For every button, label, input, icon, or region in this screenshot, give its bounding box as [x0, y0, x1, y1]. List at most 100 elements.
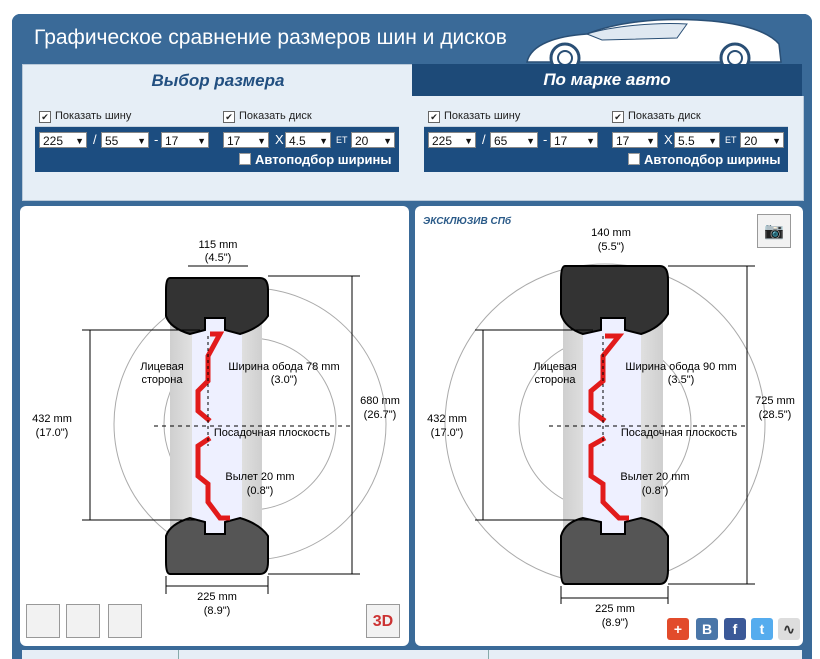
left-mount-plane: Посадочная плоскость [214, 427, 331, 439]
left-tire-diameter-select[interactable]: 17▼ [161, 132, 209, 148]
right-tread-mm: 140 mm [591, 227, 631, 239]
left-tire-width-select[interactable]: 225▼ [39, 132, 87, 148]
app-window: Графическое сравнение размеров шин и дис… [12, 14, 812, 659]
left-width-mm: 225 mm [197, 591, 237, 603]
checkbox-unchecked-icon[interactable] [239, 153, 251, 165]
left-show-tire-label: Показать шину [55, 110, 132, 122]
separator-x: X [275, 132, 284, 147]
chevron-down-icon: ▼ [772, 136, 781, 146]
right-tire-width-select[interactable]: 225▼ [428, 132, 476, 148]
left-rim-width: Ширина обода 78 mm [228, 361, 339, 373]
left-rim-width-in: (3.0") [271, 374, 298, 386]
left-tire-group: ✔ Показать шину 225▼ / 55▼ - 17▼ [35, 108, 219, 172]
right-disk-et-select[interactable]: 20▼ [740, 132, 784, 148]
checkbox-checked-icon[interactable]: ✔ [428, 111, 440, 123]
right-rim-width: Ширина обода 90 mm [625, 361, 736, 373]
chevron-down-icon: ▼ [646, 136, 655, 146]
tire-cross-section-icon[interactable] [26, 604, 60, 638]
camera-icon[interactable]: 📷 [757, 214, 791, 248]
chevron-down-icon: ▼ [257, 136, 266, 146]
separator-x: X [664, 132, 673, 147]
tab-bar: Выбор размера По марке авто [22, 64, 802, 99]
checkbox-unchecked-icon[interactable] [628, 153, 640, 165]
brand-logo: ЭКСКЛЮЗИВ СПб [423, 216, 512, 227]
tab-size-selection[interactable]: Выбор размера [22, 64, 414, 99]
right-offset-in: (0.8") [642, 485, 669, 497]
tab-by-car-brand[interactable]: По марке авто [412, 64, 802, 98]
chevron-down-icon: ▼ [526, 136, 535, 146]
left-tread-in: (4.5") [205, 252, 232, 264]
left-et-label: ET [336, 135, 348, 145]
right-tread-in: (5.5") [598, 241, 625, 253]
checkbox-checked-icon[interactable]: ✔ [223, 111, 235, 123]
right-rim-d-mm: 432 mm [427, 413, 467, 425]
right-rim-d-in: (17.0") [431, 427, 464, 439]
right-face-label: Лицевая [533, 361, 576, 373]
left-disk-diameter-select[interactable]: 17▼ [223, 132, 269, 148]
checkbox-checked-icon[interactable]: ✔ [612, 111, 624, 123]
car-logo-icon [526, 18, 782, 66]
add-share-icon[interactable]: + [667, 618, 689, 640]
right-offset: Вылет 20 mm [620, 471, 689, 483]
left-show-tire-checkbox[interactable]: ✔ Показать шину [39, 110, 131, 123]
right-disk-group: ✔ Показать диск 17▼ X 5.5▼ ET 20▼ Автопод… [608, 108, 788, 172]
right-width-in: (8.9") [602, 617, 629, 629]
left-width-in: (8.9") [204, 605, 231, 617]
app-title: Графическое сравнение размеров шин и дис… [34, 26, 507, 49]
other-share-icon[interactable]: ∿ [778, 618, 800, 640]
chevron-down-icon: ▼ [75, 136, 84, 146]
right-tire-diameter-select[interactable]: 17▼ [550, 132, 598, 148]
chevron-down-icon: ▼ [319, 136, 328, 146]
right-auto-width-label: Автоподбор ширины [644, 152, 781, 167]
right-outer-mm: 725 mm [755, 395, 795, 407]
right-tire-group: ✔Показать шину 225▼ / 65▼ - 17▼ [424, 108, 608, 172]
left-tread-mm: 115 mm [199, 239, 238, 251]
right-show-tire-checkbox[interactable]: ✔ Показать шину [428, 110, 520, 123]
left-show-disk-label: Показать диск [239, 110, 312, 122]
left-disk-width-select[interactable]: 4.5▼ [285, 132, 331, 148]
left-show-disk-checkbox[interactable]: ✔ Показать диск [223, 110, 312, 123]
chevron-down-icon: ▼ [383, 136, 392, 146]
bottom-tab[interactable] [22, 650, 179, 659]
facebook-icon[interactable]: f [724, 618, 746, 640]
right-show-disk-label: Показать диск [628, 110, 701, 122]
left-rim-d-in: (17.0") [36, 427, 69, 439]
right-rim-width-in: (3.5") [668, 374, 695, 386]
left-rim-d-mm: 432 mm [32, 413, 72, 425]
left-auto-width-checkbox[interactable]: Автоподбор ширины [239, 152, 391, 167]
twitter-icon[interactable]: t [751, 618, 773, 640]
bottom-tab[interactable] [178, 650, 489, 659]
left-tire-profile-select[interactable]: 55▼ [101, 132, 149, 148]
chevron-down-icon: ▼ [197, 136, 206, 146]
right-disk-width-select[interactable]: 5.5▼ [674, 132, 720, 148]
left-offset: Вылет 20 mm [225, 471, 294, 483]
tire-tread-icon[interactable] [108, 604, 142, 638]
right-wheel-diagram: ЭКСКЛЮЗИВ СПб 📷 140 mm [415, 206, 803, 646]
left-outer-mm: 680 mm [360, 395, 400, 407]
right-disk-diameter-select[interactable]: 17▼ [612, 132, 658, 148]
right-auto-width-checkbox[interactable]: Автоподбор ширины [628, 152, 780, 167]
left-side-label: сторона [142, 374, 184, 386]
left-disk-et-select[interactable]: 20▼ [351, 132, 395, 148]
left-auto-width-label: Автоподбор ширины [255, 152, 392, 167]
vk-icon[interactable]: B [696, 618, 718, 640]
checkbox-checked-icon[interactable]: ✔ [39, 111, 51, 123]
right-show-tire-label: Показать шину [444, 110, 521, 122]
right-tire-profile-select[interactable]: 65▼ [490, 132, 538, 148]
bottom-tab[interactable] [488, 650, 802, 659]
left-wheel-diagram: 115 mm (4.5") 432 mm (17.0") 680 mm (26.… [20, 206, 409, 646]
right-et-label: ET [725, 135, 737, 145]
separator-dash: - [543, 132, 548, 147]
chevron-down-icon: ▼ [137, 136, 146, 146]
right-show-disk-checkbox[interactable]: ✔ Показать диск [612, 110, 701, 123]
left-outer-in: (26.7") [364, 409, 397, 421]
chevron-down-icon: ▼ [708, 136, 717, 146]
separator-slash: / [93, 132, 97, 147]
3d-view-icon[interactable]: 3D [366, 604, 400, 638]
chevron-down-icon: ▼ [464, 136, 473, 146]
tire-side-icon[interactable] [66, 604, 100, 638]
right-width-mm: 225 mm [595, 603, 635, 615]
separator-dash: - [154, 132, 159, 147]
left-offset-in: (0.8") [247, 485, 274, 497]
app-header: Графическое сравнение размеров шин и дис… [12, 14, 812, 66]
